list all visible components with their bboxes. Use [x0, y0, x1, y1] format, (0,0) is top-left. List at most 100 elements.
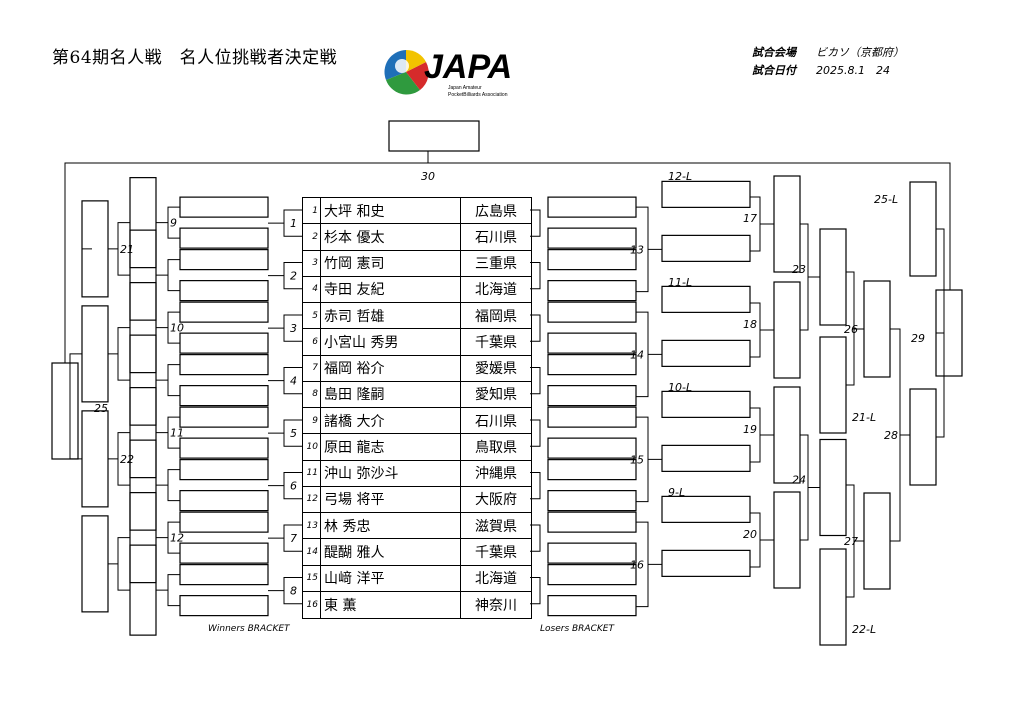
loser-r2-box [661, 549, 751, 577]
loser-r6-box [909, 388, 937, 486]
loser-r3-box [773, 491, 801, 589]
player-name: 沖山 弥沙斗 [321, 460, 461, 486]
bracket-line [167, 574, 180, 607]
player-name: 寺田 友紀 [321, 276, 461, 302]
player-number: 15 [303, 565, 321, 591]
player-number: 4 [303, 276, 321, 302]
match-label: 21 [120, 243, 134, 256]
winner-box [179, 196, 269, 218]
match-label: 12 [170, 532, 184, 545]
match-label: 2 [290, 270, 297, 283]
player-name: 醍醐 雅人 [321, 539, 461, 565]
bracket-line [530, 524, 541, 552]
match-label: 9-L [668, 486, 685, 499]
loser-box [547, 595, 637, 617]
bracket-line [530, 262, 541, 290]
bracket-line [530, 209, 541, 237]
bracket-line [530, 419, 541, 447]
player-prefecture: 北海道 [475, 282, 517, 299]
match-label: 14 [630, 348, 644, 361]
venue-label: 試合会場 [752, 46, 796, 59]
player-name: 小宮山 秀男 [321, 329, 461, 355]
winner-box [179, 490, 269, 512]
player-prefecture: 千葉県 [475, 334, 517, 351]
player-number: 8 [303, 381, 321, 407]
loser-box [547, 196, 637, 218]
player-name: 林 秀忠 [321, 513, 461, 539]
loser-r2-box [661, 390, 751, 418]
loser-box [547, 437, 637, 459]
logo-ball-icon [384, 49, 429, 95]
player-prefecture: 北海道 [475, 571, 517, 588]
match-label: 1 [290, 217, 297, 230]
round3-box [81, 410, 109, 508]
player-prefecture: 愛知県 [475, 387, 517, 404]
player-name: 諸橋 大介 [321, 408, 461, 434]
match-label: 3 [290, 322, 297, 335]
date-label: 試合日付 [752, 64, 796, 77]
match-label: 6 [290, 480, 297, 493]
player-prefecture: 神奈川 [475, 597, 517, 614]
player-name: 山﨑 洋平 [321, 565, 461, 591]
player-prefecture: 滋賀県 [475, 518, 517, 535]
bracket-line [800, 434, 809, 541]
player-prefecture: 石川県 [475, 413, 517, 430]
loser-box [547, 332, 637, 354]
match-label: 24 [792, 474, 806, 487]
match-label: 12-L [668, 170, 692, 183]
player-number: 7 [303, 355, 321, 381]
loser-r2-box [661, 339, 751, 367]
loser-r2-box [661, 234, 751, 262]
player-prefecture: 広島県 [475, 203, 517, 220]
loser-box [547, 564, 637, 586]
winner-box [179, 385, 269, 407]
player-prefecture: 三重県 [475, 256, 517, 273]
player-number: 16 [303, 591, 321, 618]
match-label: 25 [94, 402, 108, 415]
final-box [388, 120, 480, 152]
winner-box [179, 542, 269, 564]
match-label: 17 [743, 212, 757, 225]
round2-box [129, 492, 157, 584]
match-label: 8 [290, 585, 297, 598]
loser-r5-box [863, 280, 891, 378]
winner-box [179, 564, 269, 586]
player-number: 2 [303, 224, 321, 250]
winner-box [179, 595, 269, 617]
loser-r3-box [773, 386, 801, 484]
match-label: 22-L [852, 623, 876, 636]
svg-text:PocketBilliards Association: PocketBilliards Association [448, 92, 508, 98]
match-label: 29 [911, 332, 925, 345]
match-label: 25-L [874, 193, 898, 206]
bracket-line [530, 472, 541, 500]
player-prefecture: 千葉県 [475, 544, 517, 561]
match-label: 21-L [852, 411, 876, 424]
loser-r4b-box [819, 548, 847, 646]
loser-final-box [935, 289, 963, 377]
player-number: 12 [303, 486, 321, 512]
player-number: 9 [303, 408, 321, 434]
loser-r4-box [819, 228, 847, 326]
match-label: 22 [120, 453, 134, 466]
bracket-line [530, 577, 541, 605]
loser-box [547, 385, 637, 407]
player-name: 東 薫 [321, 591, 461, 618]
loser-r4b-box [819, 336, 847, 434]
player-number: 6 [303, 329, 321, 355]
winner-box [179, 511, 269, 533]
player-name: 弓場 将平 [321, 486, 461, 512]
loser-r2-box [661, 444, 751, 472]
bracket-line [427, 151, 951, 290]
bracket-line [800, 223, 809, 331]
